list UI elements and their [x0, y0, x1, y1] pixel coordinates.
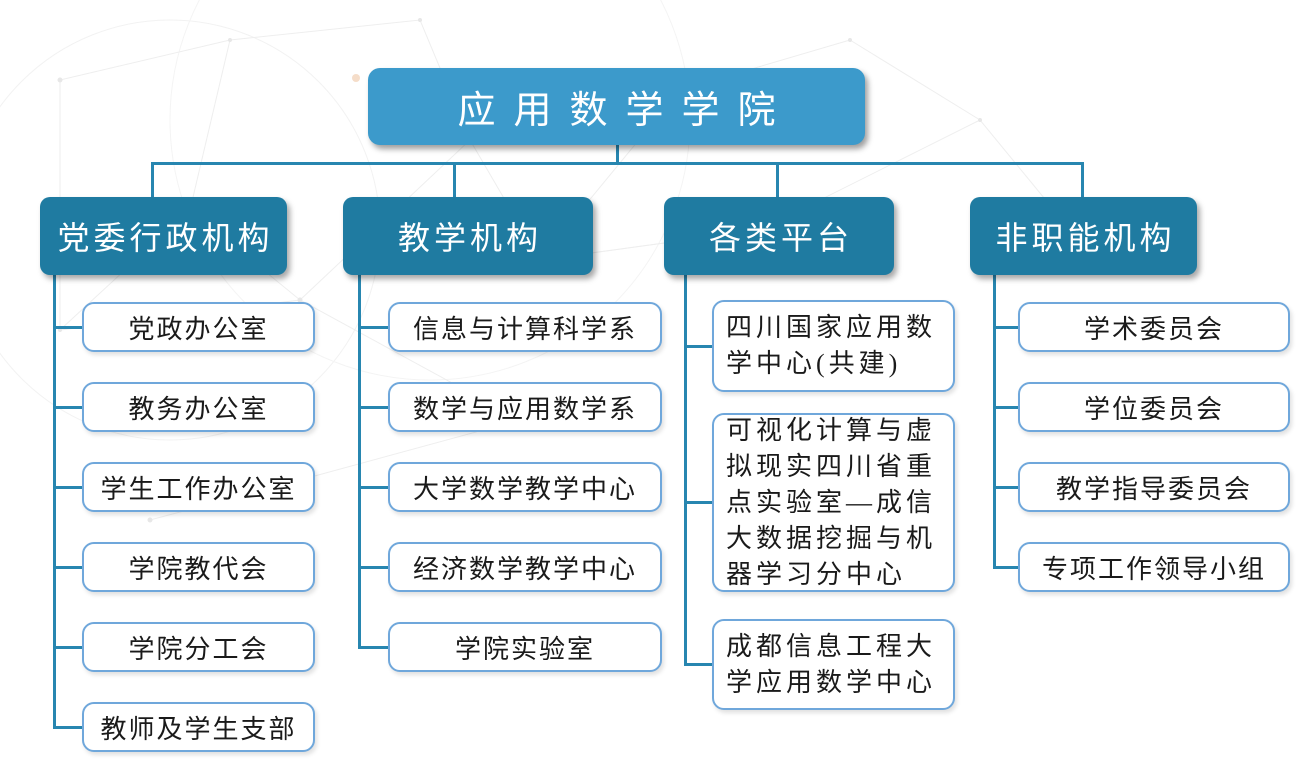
leaf-node: 数学与应用数学系	[388, 382, 662, 432]
connector-stub	[993, 326, 1019, 329]
leaf-node: 学院分工会	[82, 622, 315, 672]
branch-node-party-admin: 党委行政机构	[40, 197, 287, 275]
leaf-node: 大学数学教学中心	[388, 462, 662, 512]
org-root-node: 应用数学学院	[368, 68, 865, 145]
connector-stub	[53, 726, 83, 729]
connector-stub	[53, 486, 83, 489]
branch-node-teaching: 教学机构	[343, 197, 593, 275]
leaf-node: 学院实验室	[388, 622, 662, 672]
leaf-node: 学术委员会	[1018, 302, 1290, 352]
connector-main-horizontal	[151, 162, 1084, 165]
leaf-node: 可视化计算与虚拟现实四川省重点实验室—成信大数据挖掘与机器学习分中心	[712, 413, 955, 592]
leaf-node: 专项工作领导小组	[1018, 542, 1290, 592]
connector-stub	[684, 663, 713, 666]
branch-node-platforms: 各类平台	[664, 197, 894, 275]
connector-stub	[358, 486, 389, 489]
leaf-node: 四川国家应用数学中心(共建)	[712, 300, 955, 392]
leaf-node: 教学指导委员会	[1018, 462, 1290, 512]
connector-drop-branch-3	[776, 162, 779, 197]
leaf-node: 信息与计算科学系	[388, 302, 662, 352]
connector-stub	[53, 326, 83, 329]
leaf-node: 教务办公室	[82, 382, 315, 432]
leaf-node: 学生工作办公室	[82, 462, 315, 512]
connector-trunk-4	[993, 275, 996, 569]
connector-drop-branch-1	[151, 162, 154, 197]
connector-stub	[358, 566, 389, 569]
connector-trunk-1	[53, 275, 56, 729]
connector-stub	[684, 345, 713, 348]
connector-stub	[993, 486, 1019, 489]
connector-stub	[53, 646, 83, 649]
connector-trunk-2	[358, 275, 361, 649]
connector-stub	[53, 566, 83, 569]
connector-stub	[993, 406, 1019, 409]
leaf-node: 党政办公室	[82, 302, 315, 352]
connector-stub	[358, 406, 389, 409]
connector-stub	[358, 646, 389, 649]
leaf-node: 教师及学生支部	[82, 702, 315, 752]
connector-drop-branch-2	[453, 162, 456, 197]
branch-node-nonfunctional: 非职能机构	[970, 197, 1197, 275]
leaf-node: 学院教代会	[82, 542, 315, 592]
leaf-node: 经济数学教学中心	[388, 542, 662, 592]
leaf-node: 学位委员会	[1018, 382, 1290, 432]
leaf-node: 成都信息工程大学应用数学中心	[712, 619, 955, 710]
connector-root-stem	[616, 143, 619, 164]
connector-trunk-3	[684, 275, 687, 666]
connector-stub	[358, 326, 389, 329]
connector-drop-branch-4	[1081, 162, 1084, 197]
connector-stub	[684, 501, 713, 504]
connector-stub	[53, 406, 83, 409]
connector-stub	[993, 566, 1019, 569]
